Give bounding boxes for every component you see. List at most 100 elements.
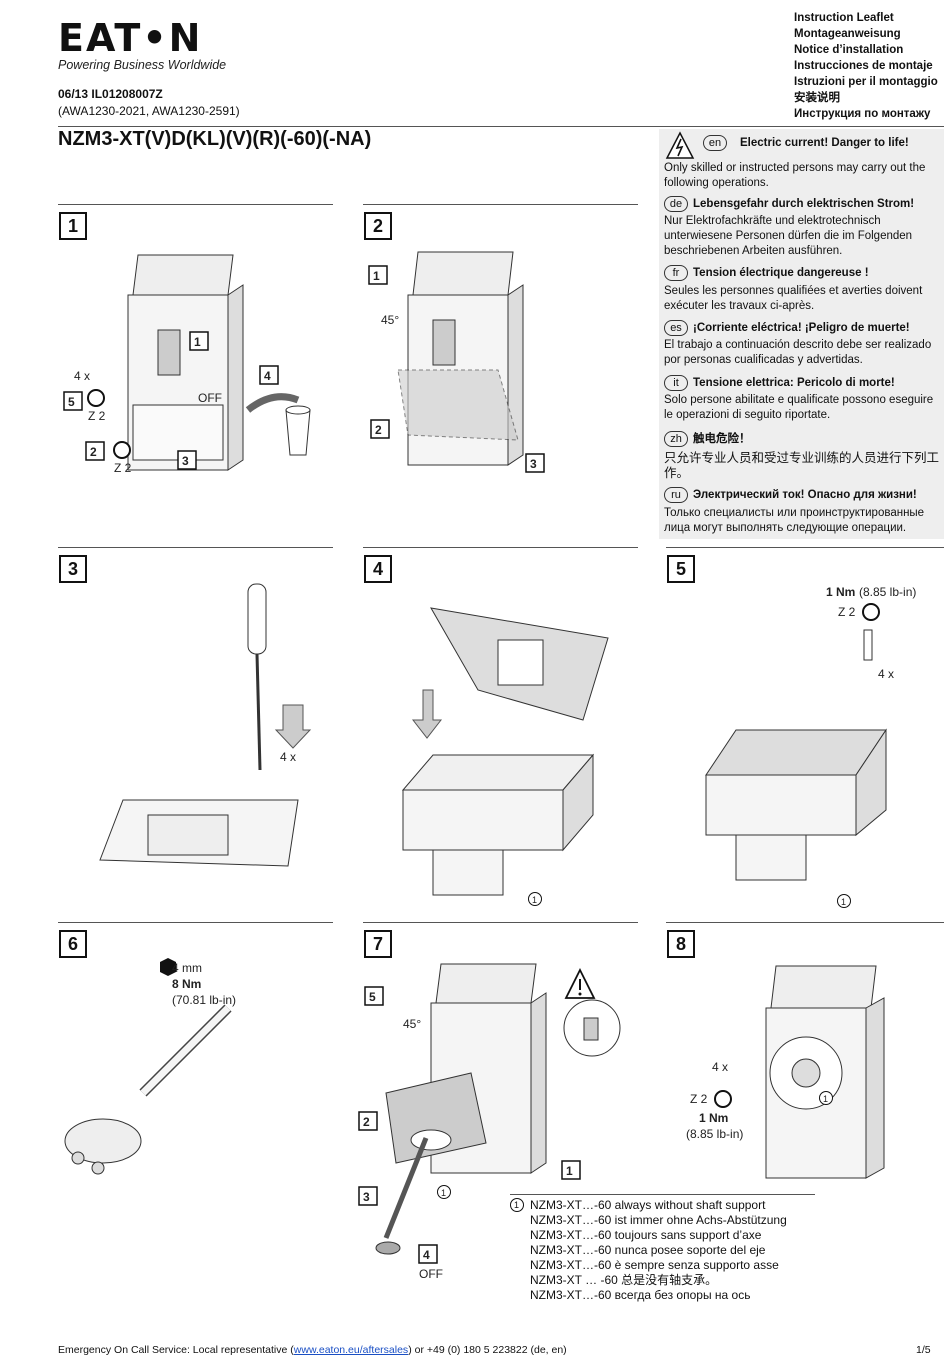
tagline: Powering Business Worldwide [58,58,227,72]
lang-badge-zh: zh [664,430,688,447]
s5-z2: Z 2 [838,605,856,619]
s1-four-times: 4 x [74,369,90,383]
s6-torque-lb: (70.81 lb-in) [172,993,236,1007]
warning-heading-ru: Электрический ток! Опасно для жизни! [693,489,917,502]
note-line-ru: NZM3-XT…-60 всегда без опоры на ось [530,1288,751,1302]
step-number-1: 1 [59,212,87,240]
aftersales-link[interactable]: www.eaton.eu/aftersales [293,1344,409,1356]
warning-heading-fr: Tension électrique dangereuse ! [693,267,869,280]
step-4-illustration: 1 [401,607,609,906]
leaflet-title-zh: 安装说明 [794,92,840,104]
article-numbers: (AWA1230-2021, AWA1230-2591) [58,104,240,118]
hex-key-icon [160,958,176,976]
waste-bin-icon [285,405,311,456]
step-number-8: 8 [667,930,695,958]
s6-torque: 8 Nm [172,977,201,991]
step-number-5: 5 [667,555,695,583]
note-line-zh: NZM3-XT … -60 总是没有轴支承。 [530,1273,718,1287]
s7-callout-2: 2 [363,1115,370,1129]
warning-title-fr: fr Tension électrique dangereuse ! [664,265,869,281]
s2-callout-1: 1 [373,269,380,283]
footer-prefix: Emergency On Call Service: Local represe… [58,1344,294,1356]
lang-badge-ru: ru [664,487,688,503]
phillips-screw-icon-4 [714,1090,732,1108]
step-1-illustration: 1 4 5 2 3 4 x Z 2 Z 2 OFF [63,254,311,475]
s1-callout-1: 1 [194,335,201,349]
s7-callout-5: 5 [369,990,376,1004]
s7-callout-circle-1: 1 [441,1188,446,1198]
document-number: 06/13 IL01208007Z [58,87,163,101]
s1-off-label: OFF [198,391,222,405]
s5-callout-circle-1: 1 [841,897,846,907]
footer-service-line: Emergency On Call Service: Local represe… [58,1344,567,1356]
s7-callout-4: 4 [423,1248,430,1262]
s5-torque: 1 Nm [826,585,855,599]
s5-four-times: 4 x [878,667,894,681]
divider-step-3 [58,547,333,548]
s2-callout-3: 3 [530,457,537,471]
divider-step-6 [58,922,333,923]
leaflet-title-it: Istruzioni per il montaggio [794,76,938,88]
leaflet-title-es: Instrucciones de montaje [794,60,933,72]
s2-angle: 45° [381,313,399,327]
note-divider [510,1194,815,1195]
warning-body-es: El trabajo a continuación descrito debe … [664,339,932,366]
note-line-fr: NZM3-XT…-60 toujours sans support d’axe [530,1228,762,1242]
step-number-2: 2 [364,212,392,240]
step-5-illustration: 1 Nm (8.85 lb-in) Z 2 4 x 1 [705,585,916,908]
lang-badge-en: en [703,135,727,151]
s8-callout-circle-1: 1 [823,1094,828,1104]
lang-badge-de: de [664,196,688,212]
step-8-illustration: 4 x Z 2 1 Nm (8.85 lb-in) 1 [686,965,885,1179]
note-line-es: NZM3-XT…-60 nunca posee soporte del eje [530,1243,766,1257]
warning-title-es: es ¡Corriente eléctrica! ¡Peligro de muer… [664,320,910,336]
s3-four-times: 4 x [280,750,296,764]
danger-triangle-icon [665,131,695,159]
step-7-illustration: 5 2 3 1 4 45° OFF 1 [358,963,621,1281]
note-marker: 1 [514,1200,520,1210]
screwdriver-icon [247,583,267,771]
s8-four-times: 4 x [712,1060,728,1074]
s7-callout-1: 1 [566,1164,573,1178]
header-divider [58,126,944,127]
footer-suffix: ) or +49 (0) 180 5 223822 (de, en) [408,1344,567,1356]
step-number-6: 6 [59,930,87,958]
lang-badge-es: es [664,320,688,336]
divider-step-5 [666,547,944,548]
s4-callout-circle-1: 1 [532,895,537,905]
shaft-support-note: 1 NZM3-XT…-60 always without shaft suppo… [510,1198,787,1303]
warning-body-ru: Только специалисты или проинструктирован… [664,507,925,534]
s8-torque: 1 Nm [699,1111,728,1125]
warning-triangle-icon [564,967,596,999]
warning-heading-de: Lebensgefahr durch elektrischen Strom! [693,198,915,211]
divider-step-2 [363,204,638,205]
step-2-illustration: 1 2 3 45° [368,251,545,473]
page-number: 1/5 [916,1344,931,1356]
note-line-de: NZM3-XT…-60 ist immer ohne Achs-Abstützu… [530,1213,787,1227]
s8-torque-lb: (8.85 lb-in) [686,1127,743,1141]
divider-step-4 [363,547,638,548]
step-3-illustration: 4 x [99,583,312,867]
leaflet-title-fr: Notice d’installation [794,44,904,56]
lang-badge-fr: fr [664,265,688,281]
step-number-4: 4 [364,555,392,583]
warning-title-de: de Lebensgefahr durch elektrischen Strom! [664,196,914,212]
warning-body-zh: 只允许专业人员和受过专业训练的人员进行下列工作。 [664,451,940,480]
s2-callout-2: 2 [375,423,382,437]
leaflet-title-en: Instruction Leaflet [794,12,894,24]
phillips-screw-icon-3 [862,603,880,621]
divider-step-1 [58,204,333,205]
warning-body-de: Nur Elektrofachkräfte und elektrotechnis… [664,215,913,257]
s7-callout-3: 3 [363,1190,370,1204]
eaton-logo: EAT•N [58,16,203,60]
s1-z2-b: Z 2 [114,461,132,475]
divider-step-8 [666,922,944,923]
phillips-screw-icon-2 [113,441,131,459]
s1-callout-2: 2 [90,445,97,459]
warning-heading-es: ¡Corriente eléctrica! ¡Peligro de muerte… [693,322,910,335]
s7-off-label: OFF [419,1267,443,1281]
